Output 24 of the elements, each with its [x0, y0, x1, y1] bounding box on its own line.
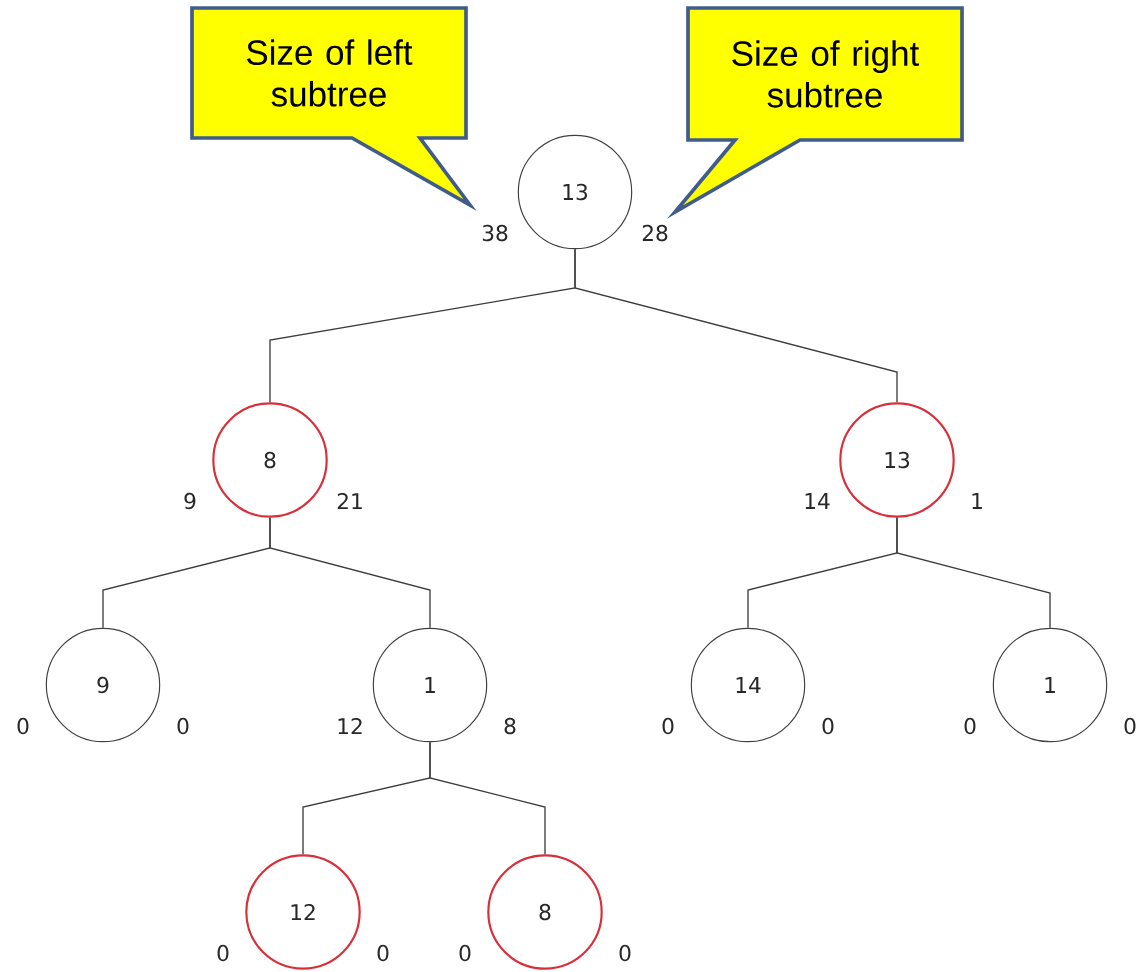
subtree-size: 38	[482, 224, 508, 242]
tree-edge	[574, 248, 898, 403]
subtree-size: 0	[964, 717, 976, 735]
callout-box: Size of left subtree	[190, 6, 477, 211]
subtree-size: 1	[972, 493, 982, 509]
subtree-size: 0	[822, 717, 834, 735]
subtree-size: 0	[17, 717, 29, 735]
subtree-size: 9	[184, 492, 196, 510]
subtree-size: 0	[377, 944, 389, 962]
subtree-size: 0	[217, 944, 229, 962]
callout-box: Size of right subtree	[667, 6, 964, 219]
subtree-size: 14	[805, 493, 830, 509]
subtree-size: 0	[662, 717, 674, 735]
subtree-size: 21	[337, 492, 362, 510]
subtree-size: 0	[177, 717, 189, 735]
tree-edge	[896, 517, 1051, 629]
subtree-size: 12	[338, 718, 362, 735]
subtree-size: 8	[504, 717, 516, 735]
tree-edge	[269, 517, 431, 629]
subtree-size: 0	[459, 944, 471, 962]
subtree-size: 28	[642, 224, 668, 242]
subtree-size: 0	[619, 944, 631, 962]
tree-edge	[429, 741, 546, 855]
subtree-size: 0	[1124, 717, 1136, 735]
